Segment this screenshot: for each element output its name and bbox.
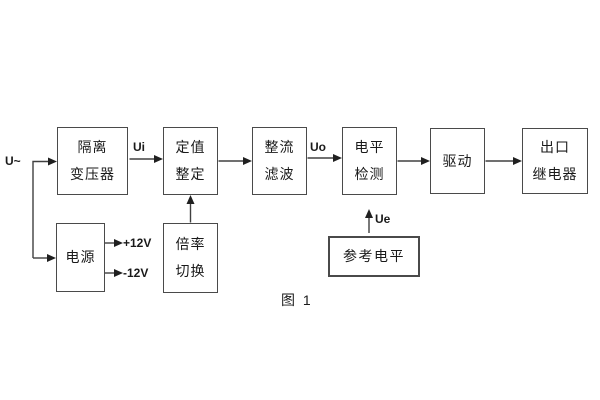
signal-label-input: U~: [5, 154, 21, 168]
signal-label-minus12v: -12V: [123, 266, 149, 280]
block-label: 电源: [65, 249, 96, 265]
block-label: 整流: [264, 139, 295, 155]
block-label: 定值: [175, 139, 206, 155]
block-drive: 驱动: [430, 128, 485, 194]
block-label: 驱动: [442, 152, 473, 169]
signal-label-uo: Uo: [310, 140, 326, 154]
signal-label-ue: Ue: [375, 212, 391, 226]
block-label: 出口: [540, 139, 570, 155]
block-ratio-switch: 倍率 切换: [163, 223, 218, 293]
block-label: 切换: [175, 263, 206, 279]
block-label: 隔离: [77, 139, 108, 155]
block-label: 参考电平: [343, 248, 405, 264]
block-label: 检测: [354, 166, 385, 182]
block-setting: 定值 整定: [163, 127, 218, 195]
signal-label-ui: Ui: [133, 140, 145, 154]
block-label: 滤波: [264, 166, 295, 182]
block-reference-level: 参考电平: [328, 236, 420, 277]
arrow-input-to-transformer: [32, 157, 57, 258]
signal-label-plus12v: +12V: [123, 236, 152, 250]
block-power-supply: 电源: [56, 223, 105, 292]
block-label: 变压器: [70, 166, 115, 182]
block-output-relay: 出口 继电器: [522, 128, 588, 194]
block-label: 倍率: [175, 236, 206, 252]
block-rectifier-filter: 整流 滤波: [252, 127, 307, 195]
block-isolation-transformer: 隔离 变压器: [57, 127, 128, 195]
figure-caption: 图 1: [281, 292, 313, 308]
block-label: 整定: [175, 166, 206, 182]
block-level-detection: 电平 检测: [342, 127, 397, 195]
block-label: 电平: [354, 139, 385, 155]
block-label: 继电器: [532, 166, 578, 182]
